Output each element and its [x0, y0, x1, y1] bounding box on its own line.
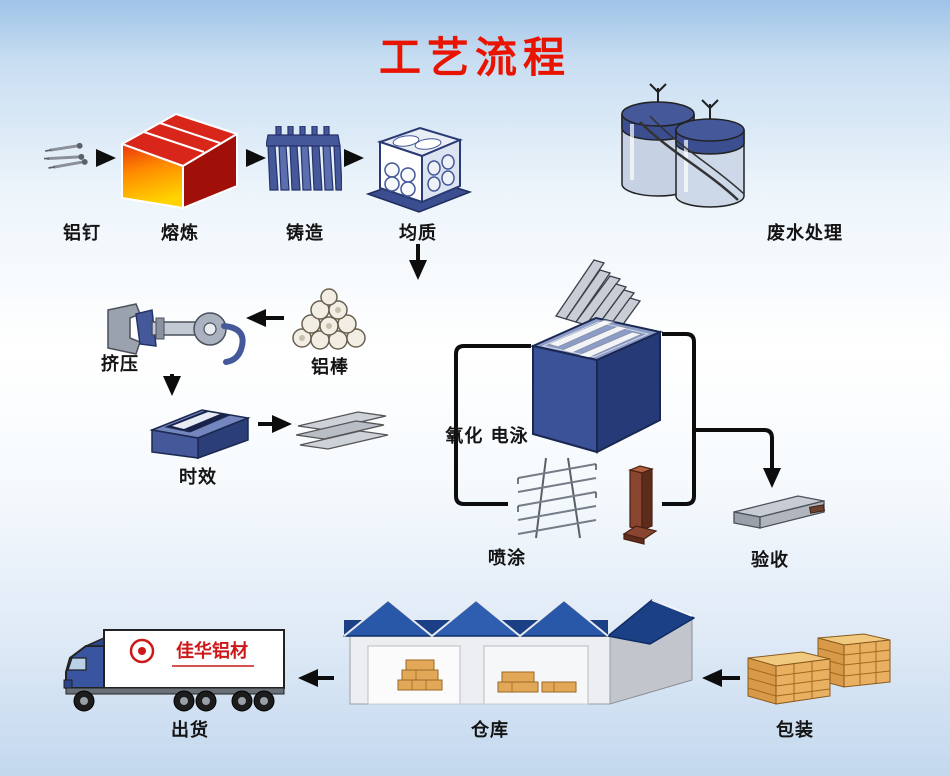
warehouse-label: 仓库	[471, 720, 509, 741]
aging-channel-art	[146, 396, 254, 460]
packaging-label: 包装	[776, 720, 814, 741]
rods-label: 铝棒	[311, 357, 349, 378]
aluminum-nails-art	[44, 136, 100, 176]
homogenizing-crate-art	[366, 118, 472, 218]
bracket-right	[662, 332, 696, 506]
melting-furnace-art	[116, 108, 242, 210]
extrusion-press-art	[106, 298, 254, 370]
truck-logo	[129, 638, 155, 664]
truck-brand-text: 佳华铝材	[176, 640, 248, 662]
arrow-to-inspection	[694, 428, 781, 488]
spraying-label: 喷涂	[488, 548, 526, 569]
shipping-label: 出货	[171, 720, 209, 741]
extrusion-label: 挤压	[101, 354, 139, 375]
bracket-left	[454, 344, 531, 506]
melting-label: 熔炼	[161, 223, 199, 244]
shipping-truck-art: 佳华铝材	[56, 624, 290, 714]
warehouse-building-art	[342, 584, 696, 712]
aging-label: 时效	[179, 467, 217, 488]
inspection-label: 验收	[751, 550, 789, 571]
profiles-art	[296, 402, 390, 450]
casting-label: 铸造	[286, 223, 324, 244]
brown-profile-art	[622, 464, 658, 548]
page-title: 工艺流程	[378, 33, 571, 82]
wastewater-tanks-art	[610, 82, 760, 224]
wastewater-label: 废水处理	[767, 223, 843, 244]
casting-mold-art	[266, 126, 342, 198]
packaging-lumber-art	[744, 632, 894, 708]
nails-label: 铝钉	[63, 223, 101, 244]
homogenizing-label: 均质	[399, 223, 437, 244]
inspection-profile-art	[732, 492, 826, 538]
oxidation-label: 氧化 电泳	[445, 426, 529, 447]
oxidation-tank-art	[488, 254, 663, 464]
spraying-rack-art	[512, 452, 602, 540]
aluminum-rods-art	[288, 288, 374, 350]
